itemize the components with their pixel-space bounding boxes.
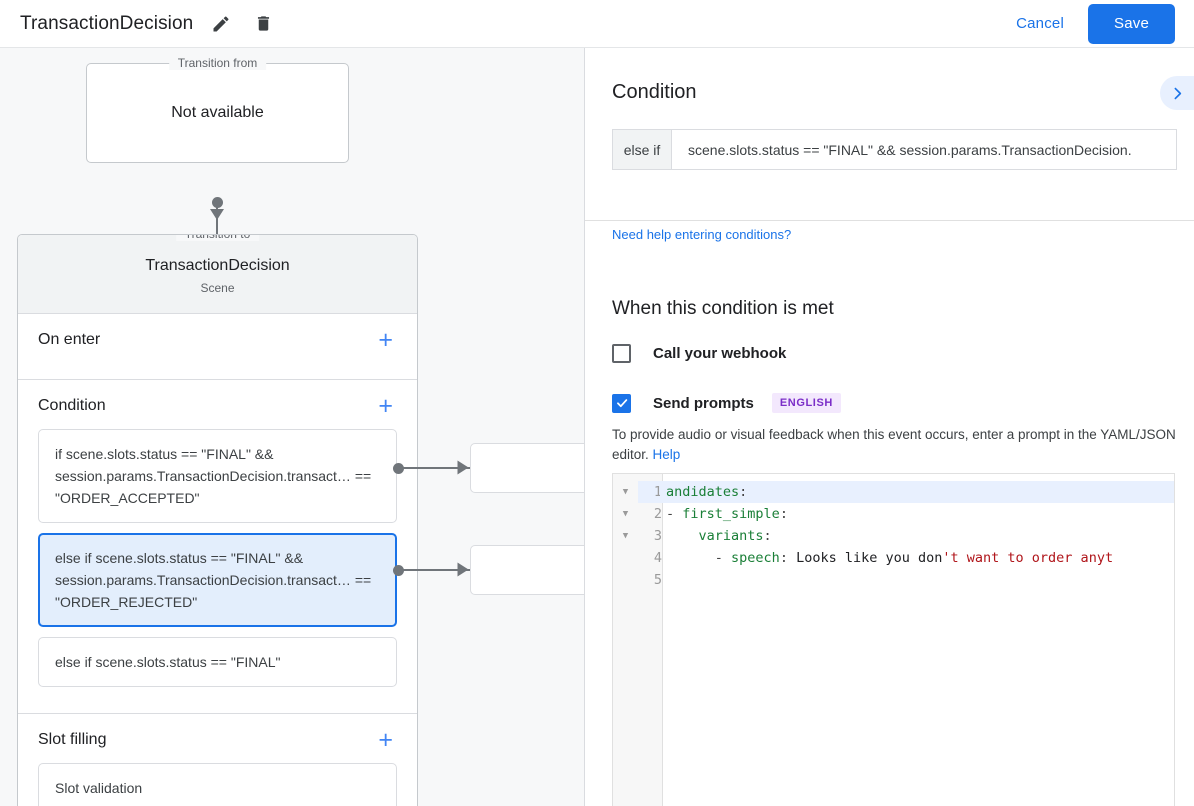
transition-to-title: TransactionDecision xyxy=(145,257,290,274)
target-node-accepted[interactable] xyxy=(470,443,584,493)
editor-code-area[interactable]: andidates: - first_simple: variants: - s… xyxy=(660,474,1174,806)
condition-item-final[interactable]: else if scene.slots.status == "FINAL" xyxy=(38,637,397,687)
code-token-dash: - xyxy=(666,506,683,522)
section-title-on-enter: On enter xyxy=(38,331,101,348)
transition-to-header: TransactionDecision Scene xyxy=(18,235,417,314)
trash-icon xyxy=(257,16,269,31)
transition-to-subtitle: Scene xyxy=(200,281,235,295)
panel-title: Condition xyxy=(612,81,697,103)
pencil-icon xyxy=(213,15,229,31)
code-line-4[interactable]: - speech: Looks like you don't want to o… xyxy=(663,547,1174,569)
language-badge: ENGLISH xyxy=(771,393,841,413)
code-token-punc: : xyxy=(739,484,748,500)
editor-line-numbers: 1 2 3 4 5 xyxy=(638,474,663,806)
branch-arrow-accepted xyxy=(457,460,469,475)
code-token-punc: : xyxy=(763,528,772,544)
delete-button[interactable] xyxy=(249,10,277,38)
prompts-help-link[interactable]: Help xyxy=(652,447,681,462)
line-number: 1 xyxy=(638,481,662,503)
collapse-panel-button[interactable] xyxy=(1160,76,1194,110)
branch-arrow-rejected xyxy=(457,562,469,577)
code-token-key: andidates xyxy=(666,484,740,500)
connector-arrow xyxy=(210,209,224,220)
line-number: 2 xyxy=(653,506,662,522)
fold-spacer xyxy=(613,569,638,591)
section-header: On enter + xyxy=(18,314,417,363)
code-line-5[interactable] xyxy=(663,569,1174,591)
prompts-hint-text: To provide audio or visual feedback when… xyxy=(612,427,1176,462)
prompts-hint: To provide audio or visual feedback when… xyxy=(612,425,1178,465)
fold-toggle-icon[interactable]: ▼ xyxy=(622,509,629,519)
code-token-text: don xyxy=(918,550,943,566)
edit-title-button[interactable] xyxy=(207,10,235,38)
section-slot-filling: Slot filling + Slot validation xyxy=(18,714,417,806)
code-token-punc: : xyxy=(779,506,788,522)
section-title-condition: Condition xyxy=(38,397,106,414)
line-number: 3 xyxy=(653,528,662,544)
transition-to-legend: Transition to xyxy=(175,235,260,241)
send-prompts-label: Send prompts xyxy=(653,394,754,412)
section-condition: Condition + if scene.slots.status == "FI… xyxy=(18,380,417,714)
top-bar: TransactionDecision Cancel Save xyxy=(0,0,1194,48)
connector-line xyxy=(216,202,218,248)
transition-from-node[interactable]: Transition from Not available xyxy=(86,56,349,163)
graph-canvas[interactable]: Transition from Not available Transition… xyxy=(0,48,584,806)
call-webhook-row[interactable]: Call your webhook xyxy=(612,344,786,363)
code-token-string: 't want to order anyt xyxy=(942,550,1114,566)
section-header: Slot filling + xyxy=(18,714,417,763)
condition-expression-input[interactable]: scene.slots.status == "FINAL" && session… xyxy=(688,141,1132,158)
add-condition-button[interactable]: + xyxy=(378,392,393,420)
panel-section-divider xyxy=(585,220,1194,221)
code-line-2[interactable]: - first_simple: xyxy=(663,503,1174,525)
code-line-3[interactable]: variants: xyxy=(663,525,1174,547)
code-token-punc: : xyxy=(779,550,797,566)
branch-line-accepted xyxy=(398,467,470,469)
transition-to-node[interactable]: Transition to TransactionDecision Scene … xyxy=(17,234,418,806)
editor-fold-gutter[interactable]: ▼ ▼ ▼ xyxy=(613,474,638,806)
condition-prefix-label: else if xyxy=(613,130,672,169)
condition-item-accepted[interactable]: if scene.slots.status == "FINAL" && sess… xyxy=(38,429,397,523)
check-icon xyxy=(616,399,627,408)
section-on-enter: On enter + xyxy=(18,314,417,380)
code-token-dash: - xyxy=(666,550,732,566)
add-slot-filling-button[interactable]: + xyxy=(378,726,393,754)
transition-from-value: Not available xyxy=(171,104,264,121)
transition-from-legend: Transition from xyxy=(168,56,267,70)
conditions-help-link[interactable]: Need help entering conditions? xyxy=(612,227,792,242)
panel-divider xyxy=(584,48,585,806)
code-token-key: speech xyxy=(731,550,780,566)
target-node-rejected[interactable] xyxy=(470,545,584,595)
send-prompts-checkbox[interactable] xyxy=(612,393,631,413)
condition-input-group[interactable]: else if scene.slots.status == "FINAL" &&… xyxy=(612,129,1177,170)
branch-line-rejected xyxy=(398,569,470,571)
when-condition-met-title: When this condition is met xyxy=(612,298,834,319)
cancel-button[interactable]: Cancel xyxy=(1002,7,1078,40)
add-on-enter-button[interactable]: + xyxy=(378,326,393,354)
fold-toggle-icon[interactable]: ▼ xyxy=(622,531,629,541)
line-number: 5 xyxy=(653,572,662,588)
page-title: TransactionDecision xyxy=(20,12,194,34)
code-token-key: variants xyxy=(666,528,764,544)
slot-validation-item[interactable]: Slot validation xyxy=(38,763,397,806)
line-number: 4 xyxy=(653,550,662,566)
save-button[interactable]: Save xyxy=(1088,3,1175,44)
chevron-right-icon xyxy=(1174,87,1181,99)
fold-spacer xyxy=(613,547,638,569)
code-token-key: first_simple xyxy=(682,506,780,522)
call-webhook-label: Call your webhook xyxy=(653,345,787,362)
fold-toggle-icon[interactable]: ▼ xyxy=(622,487,629,497)
condition-item-rejected[interactable]: else if scene.slots.status == "FINAL" &&… xyxy=(38,533,397,627)
send-prompts-row[interactable]: Send prompts ENGLISH xyxy=(612,393,841,413)
section-header: Condition + xyxy=(18,380,417,429)
yaml-editor[interactable]: ▼ ▼ ▼ 1 2 3 4 5 andidates: - first_simpl… xyxy=(612,473,1175,806)
code-line-1[interactable]: andidates: xyxy=(660,481,1174,503)
call-webhook-checkbox[interactable] xyxy=(612,344,631,363)
code-token-text: Looks like you xyxy=(796,550,918,566)
section-title-slot-filling: Slot filling xyxy=(38,731,107,748)
